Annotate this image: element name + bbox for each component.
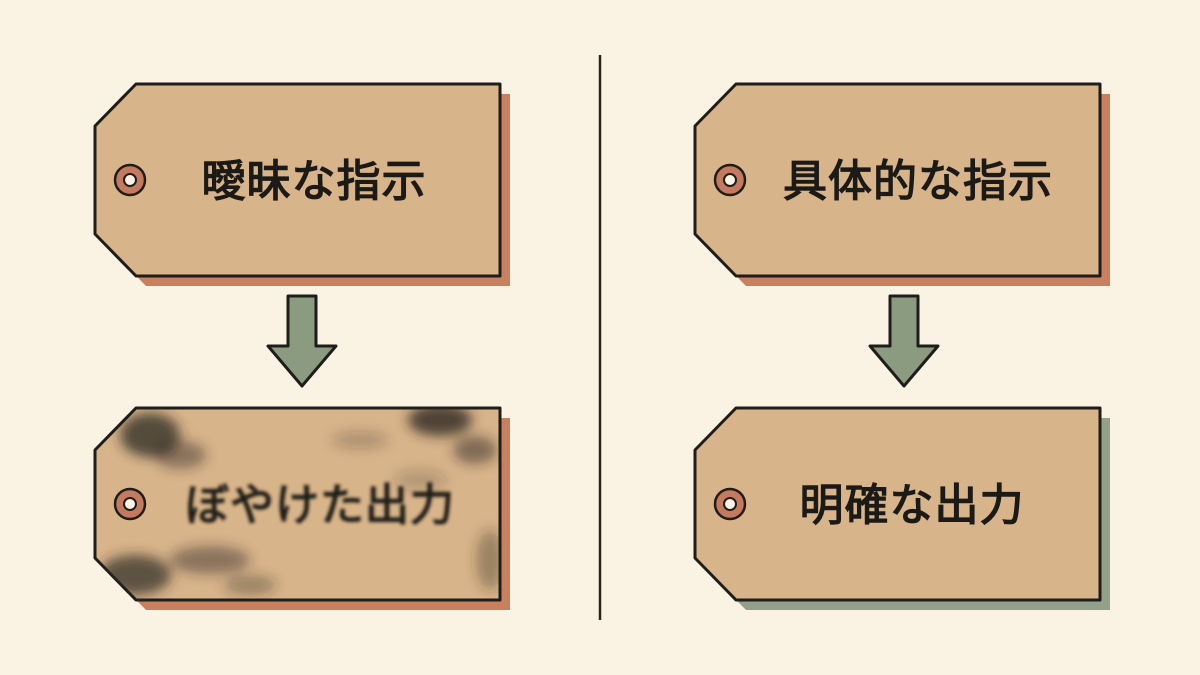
right-top-tag-label: 具体的な指示 — [783, 156, 1053, 207]
smudge-marks — [99, 408, 500, 595]
tag-body — [693, 406, 1102, 602]
right-bottom-tag: 明確な出力 — [693, 406, 1110, 610]
tag-body — [693, 82, 1102, 278]
eyelet-icon — [713, 163, 747, 197]
right-bottom-tag-label: 明確な出力 — [800, 480, 1025, 531]
left-bottom-tag: ぼやけた出力 — [93, 406, 510, 610]
arrow-down-icon — [868, 294, 940, 388]
eyelet-icon — [113, 163, 147, 197]
right-top-tag: 具体的な指示 — [693, 82, 1110, 286]
eyelet-icon — [713, 487, 747, 521]
arrow-down-icon — [266, 294, 338, 388]
tag-body — [93, 82, 502, 278]
left-top-tag: 曖昧な指示 — [93, 82, 510, 286]
eyelet-icon — [113, 487, 147, 521]
left-bottom-tag-label: ぼやけた出力 — [185, 480, 455, 531]
left-top-tag-label: 曖昧な指示 — [202, 156, 427, 207]
